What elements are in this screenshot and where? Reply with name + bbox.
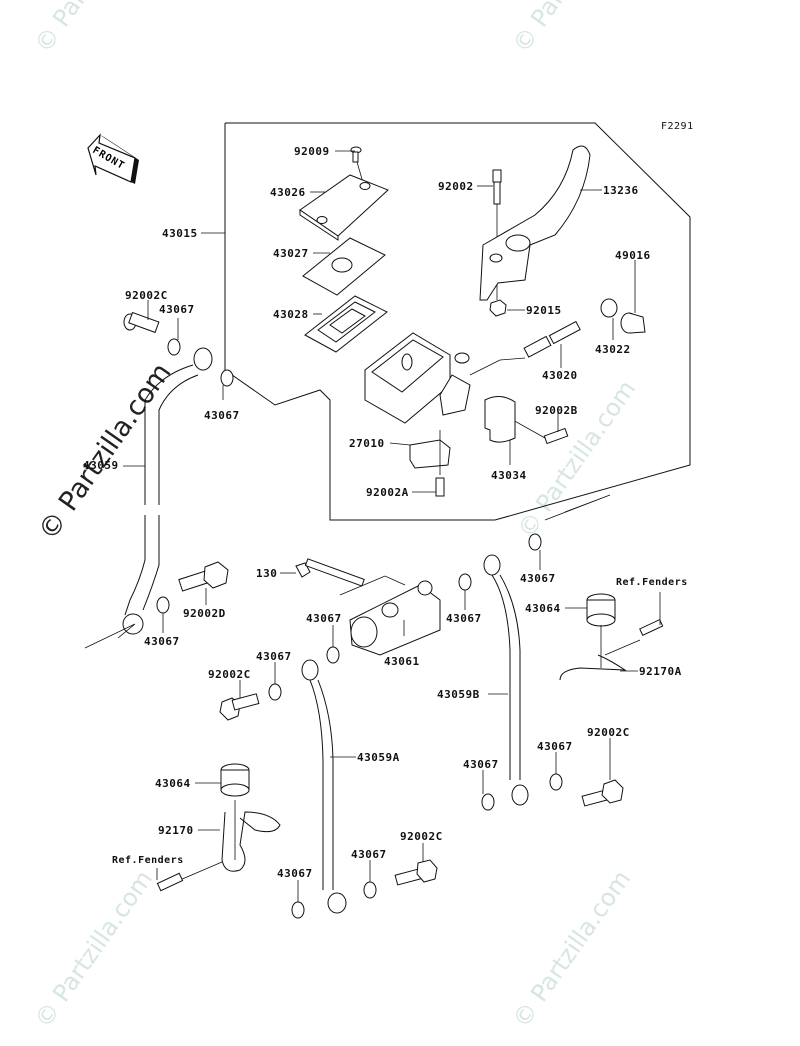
hose-clamp-92170A [559,618,664,681]
part-label-43015[interactable]: 43015 [162,227,198,240]
part-label-43067[interactable]: 43067 [463,758,499,771]
washer-43067 [291,901,305,919]
bolt-130 [295,558,365,587]
part-label-92002C[interactable]: 92002C [587,726,630,739]
washer-43067 [549,773,563,791]
part-label-43059[interactable]: 43059 [83,459,119,472]
brake-hose-43059B [483,554,529,806]
washer-43067 [268,683,282,701]
hose-clamp-92170 [156,800,281,892]
circlip-43022 [600,298,618,318]
piston-43020 [469,320,581,376]
washer-43067 [167,338,181,356]
grommet-43064-right [586,593,616,627]
three-way-joint-43061 [339,575,441,656]
washer-43067 [481,793,495,811]
part-label-92009[interactable]: 92009 [294,145,330,158]
part-label-92002[interactable]: 92002 [438,180,474,193]
brake-switch-27010 [409,430,451,475]
brake-hose-43059A [301,659,347,914]
dust-boot-49016 [620,312,646,334]
screw-92002A [435,477,445,497]
clamp-43034 [484,396,516,443]
banjo-bolt-92002C-bottom [394,859,438,886]
part-label-27010[interactable]: 27010 [349,437,385,450]
ref-fenders-label[interactable]: Ref.Fenders [112,855,184,866]
part-label-43059A[interactable]: 43059A [357,751,400,764]
part-label-92002C[interactable]: 92002C [400,830,443,843]
washer-43067 [363,881,377,899]
part-label-43022[interactable]: 43022 [595,343,631,356]
grommet-43064-left [220,763,250,797]
part-label-43020[interactable]: 43020 [542,369,578,382]
part-label-92002A[interactable]: 92002A [366,486,409,499]
banjo-bolt-92002C-left [123,311,160,334]
part-label-43027[interactable]: 43027 [273,247,309,260]
part-label-43028[interactable]: 43028 [273,308,309,321]
part-label-130[interactable]: 130 [256,567,278,580]
part-label-43067[interactable]: 43067 [256,650,292,663]
banjo-bolt-92002C-lower [219,693,260,721]
nut-92015 [489,299,507,317]
part-label-43067[interactable]: 43067 [351,848,387,861]
part-label-92170A[interactable]: 92170A [639,665,682,678]
diaphragm-43028 [304,295,388,353]
part-label-43067[interactable]: 43067 [277,867,313,880]
ref-fenders-label[interactable]: Ref.Fenders [616,577,688,588]
part-label-43026[interactable]: 43026 [270,186,306,199]
part-label-43061[interactable]: 43061 [384,655,420,668]
part-label-43064[interactable]: 43064 [525,602,561,615]
front-arrow-icon [87,133,139,184]
washer-43067 [326,646,340,664]
washer-43067 [458,573,472,591]
assembly-boundary [224,122,691,521]
part-label-43067[interactable]: 43067 [144,635,180,648]
part-label-43034[interactable]: 43034 [491,469,527,482]
part-label-43067[interactable]: 43067 [306,612,342,625]
part-label-43059B[interactable]: 43059B [437,688,480,701]
washer-43067 [528,533,542,551]
part-label-13236[interactable]: 13236 [603,184,639,197]
diaphragm-plate-43027 [302,237,386,296]
part-label-49016[interactable]: 49016 [615,249,651,262]
banjo-bolt-92002C-right [581,779,624,807]
part-label-92002C[interactable]: 92002C [125,289,168,302]
washer-43067 [220,369,234,387]
part-label-43067[interactable]: 43067 [520,572,556,585]
leader-lines [123,150,661,902]
part-label-43067[interactable]: 43067 [204,409,240,422]
part-label-92015[interactable]: 92015 [526,304,562,317]
banjo-bolt-92002D [178,561,229,592]
part-label-43067[interactable]: 43067 [446,612,482,625]
part-label-92002B[interactable]: 92002B [535,404,578,417]
part-label-43064[interactable]: 43064 [155,777,191,790]
part-label-43067[interactable]: 43067 [159,303,195,316]
part-label-92170[interactable]: 92170 [158,824,194,837]
part-label-43067[interactable]: 43067 [537,740,573,753]
washer-43067 [156,596,170,614]
master-cylinder-body [364,332,471,424]
part-label-92002D[interactable]: 92002D [183,607,226,620]
brake-lever-13236 [479,145,591,301]
brake-hose-43059 [84,347,213,649]
reservoir-cap-43026 [299,174,389,241]
part-label-92002C[interactable]: 92002C [208,668,251,681]
diagram-code: F2291 [661,121,694,132]
